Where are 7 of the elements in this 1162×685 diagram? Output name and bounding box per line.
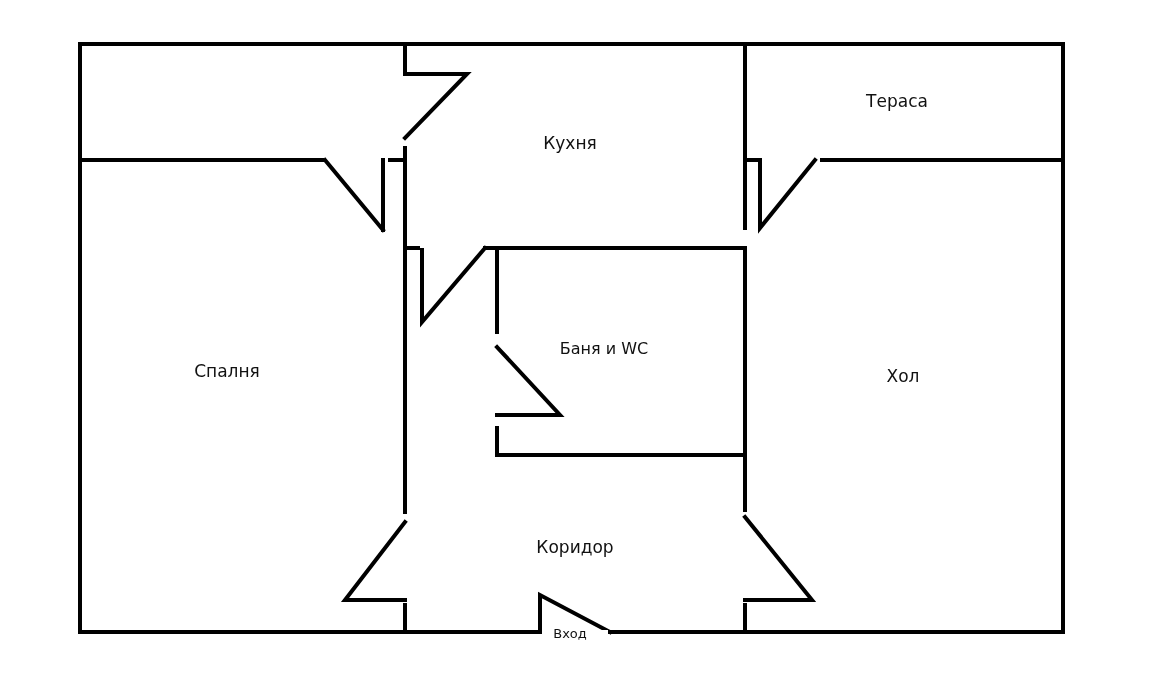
room-label: Спалня <box>194 361 260 381</box>
room-label: Тераса <box>866 91 928 111</box>
room-label: Кухня <box>543 133 597 153</box>
room-label: Хол <box>886 366 920 386</box>
room-label: Вход <box>553 625 587 641</box>
room-label: Баня и WC <box>559 338 649 358</box>
room-label: Коридор <box>536 537 614 557</box>
